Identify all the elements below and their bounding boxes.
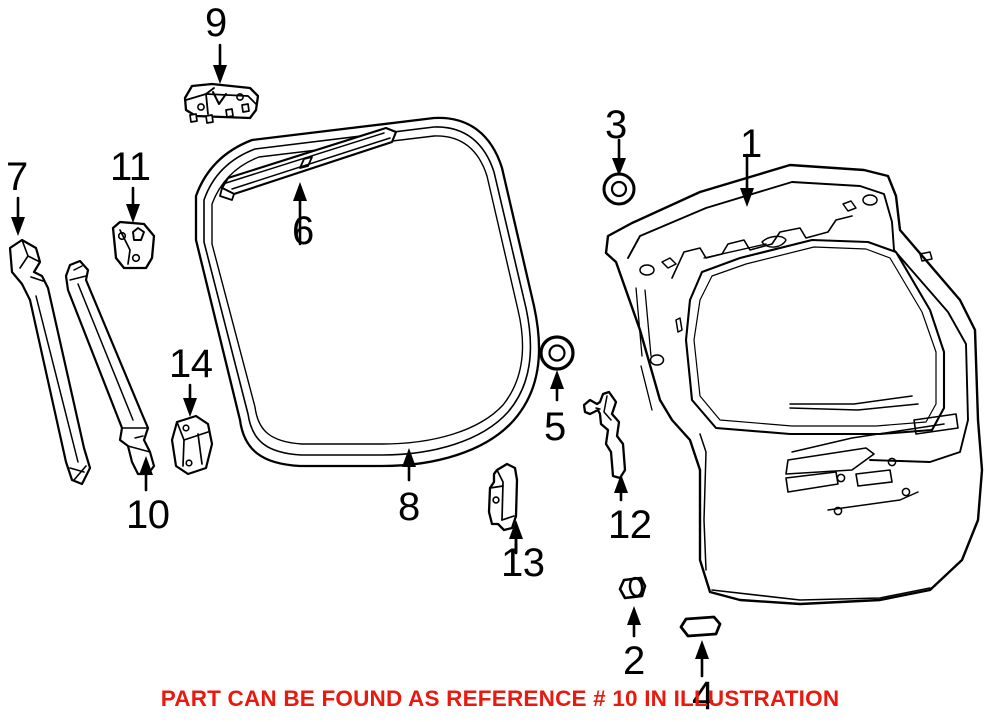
callout-number-11: 11 — [110, 145, 151, 189]
callout-number-5: 5 — [544, 405, 566, 449]
callout-number-7: 7 — [6, 155, 28, 199]
part-hinge-bracket — [111, 220, 156, 270]
callout-number-8: 8 — [398, 485, 420, 529]
part-upper-trim-strip — [219, 126, 398, 201]
reference-note: PART CAN BE FOUND AS REFERENCE # 10 IN I… — [160, 686, 840, 711]
callout-number-14: 14 — [169, 342, 213, 386]
callout-number-13: 13 — [501, 541, 545, 585]
part-striker-hook-bracket — [487, 462, 519, 532]
part-liftgate-panel — [604, 163, 984, 606]
callout-number-4: 4 — [692, 674, 714, 718]
part-weatherstrip-seal — [194, 116, 541, 468]
part-stop-block-bracket — [170, 414, 214, 476]
callout-arrows — [11, 43, 754, 678]
part-grommet-upper — [602, 172, 636, 206]
part-grommet-lower — [539, 335, 575, 371]
callout-number-12: 12 — [608, 503, 652, 547]
callout-number-3: 3 — [605, 103, 627, 147]
callout-number-1: 1 — [740, 122, 762, 166]
part-bumper-pad — [679, 615, 722, 638]
part-support-rod-long — [8, 238, 92, 486]
callout-number-6: 6 — [292, 209, 314, 253]
callout-number-9: 9 — [205, 1, 227, 45]
callout-number-10: 10 — [126, 493, 170, 537]
part-bumper-stopper-cylinder — [618, 576, 647, 600]
part-latch-striker-rod — [582, 390, 627, 480]
callout-number-2: 2 — [623, 639, 645, 683]
part-latch-assembly — [183, 82, 260, 124]
